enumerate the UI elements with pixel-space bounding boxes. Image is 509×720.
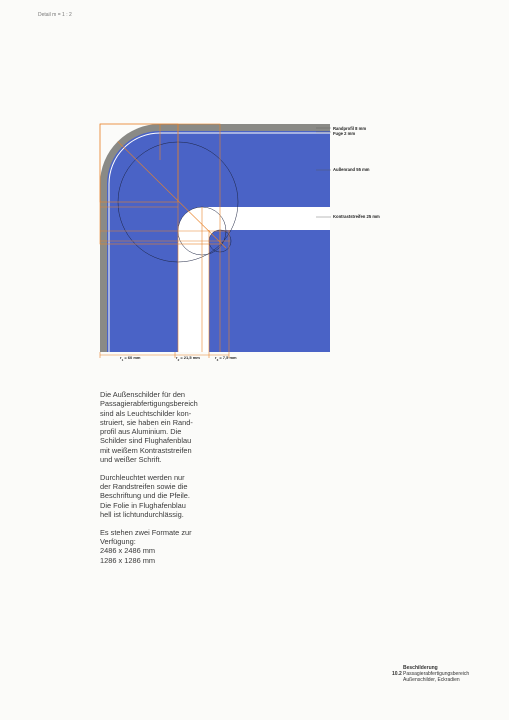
- annotation-leaders: [316, 127, 331, 218]
- text-line: struiert, sie haben ein Rand-: [100, 417, 193, 427]
- text-line: und weißer Schrift.: [100, 455, 162, 465]
- text-line: der Randstreifen sowie die: [100, 482, 188, 492]
- annotation-kontraststreifen: Kontraststreifen 25 mm: [333, 214, 380, 219]
- construction-guides: [99, 123, 230, 358]
- footer-page-number: 10.2: [392, 671, 402, 677]
- annotation-aussenrand: Außenrand 55 mm: [333, 167, 370, 172]
- text-line: Es stehen zwei Formate zur: [100, 527, 192, 537]
- text-line: 2486 x 2486 mm: [100, 546, 156, 556]
- text-line: Schilder sind Flughafenblau: [100, 436, 192, 446]
- text-line: profil aus Aluminium. Die: [100, 427, 182, 437]
- contrast-stripe: [178, 207, 330, 352]
- annotation-randprofil: Randprofil 8 mm: [333, 126, 367, 131]
- text-line: 1286 x 1286 mm: [100, 555, 156, 565]
- footer-line2: Außenschilder, Eckradien: [403, 677, 460, 683]
- footer-line1: Passagierabfertigungsbereich: [403, 671, 470, 677]
- text-line: Beschriftung und die Pfeile.: [100, 491, 190, 501]
- construction-diagonal: [100, 124, 227, 249]
- text-line: hell ist lichtundurchlässig.: [100, 510, 184, 520]
- annotation-fuge: Fuge 2 mm: [333, 131, 356, 136]
- text-line: Die Außenschilder für den: [100, 390, 186, 399]
- text-line: Die Folie in Flughafenblau: [100, 500, 186, 510]
- text-line: mit weißem Kontraststreifen: [100, 445, 192, 455]
- text-line: Durchleuchtet werden nur: [100, 472, 185, 482]
- dimension-r3: r3 = 7,5 mm: [215, 355, 237, 362]
- text-line: Verfügung:: [100, 537, 136, 547]
- text-line: Passagierabfertigungsbereich: [100, 399, 198, 409]
- sign-panel: [107, 131, 330, 352]
- text-line: sind als Leuchtschilder kon-: [100, 408, 192, 418]
- page-footer: Beschilderung Passagierabfertigungsberei…: [392, 665, 469, 683]
- footer-section: Beschilderung: [403, 665, 438, 671]
- scale-label: Detail m = 1 : 2: [38, 12, 72, 18]
- dimension-r1: r1 = 60 mm: [120, 355, 141, 362]
- dimension-r2: r2 = 21,5 mm: [176, 355, 200, 362]
